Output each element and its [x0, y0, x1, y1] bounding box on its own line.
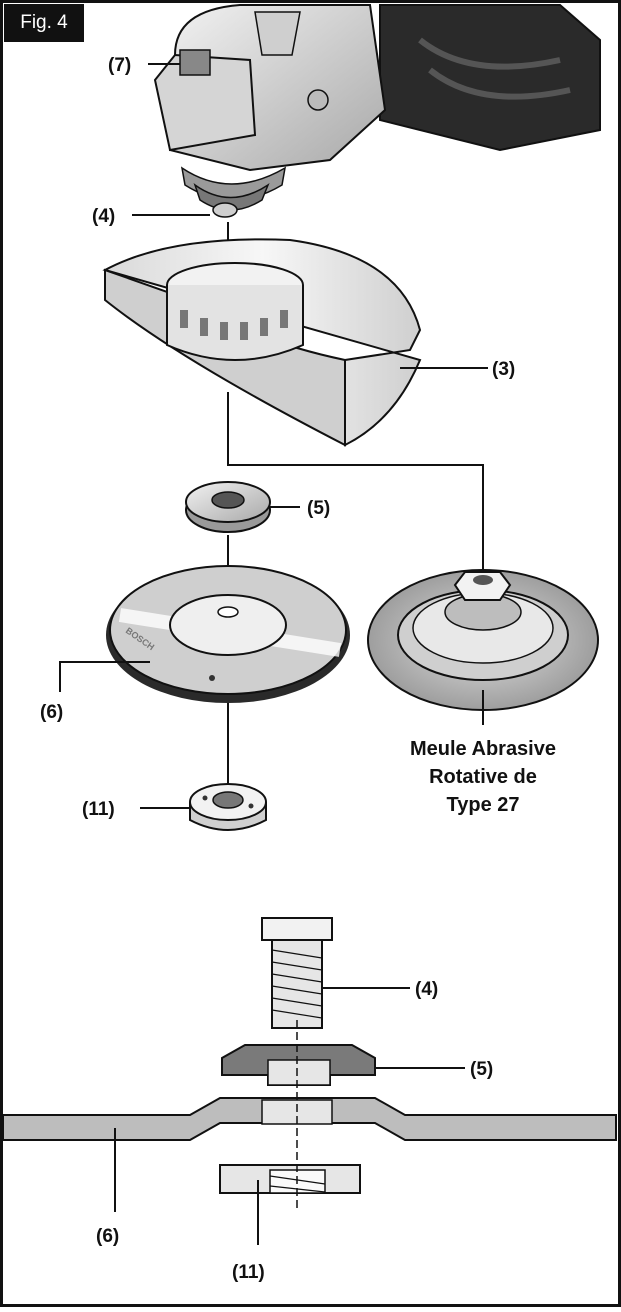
label-6-bottom: (6)	[96, 1226, 119, 1247]
spindle-tip	[212, 202, 238, 218]
leader-6-top	[59, 661, 150, 692]
label-5-top: (5)	[307, 498, 330, 519]
wheel-caption-line1: Meule Abrasive	[410, 738, 556, 760]
label-3: (3)	[492, 359, 515, 380]
wheel-guard	[102, 238, 422, 447]
cutting-disc: BOSCH	[106, 565, 350, 703]
label-6-top: (6)	[40, 702, 63, 723]
label-5-bottom: (5)	[470, 1059, 493, 1080]
hex-nut-icon	[453, 571, 512, 601]
type27-wheel	[367, 569, 599, 711]
label-11-top: (11)	[82, 799, 115, 820]
label-4-top: (4)	[92, 206, 115, 227]
grinder-body	[153, 4, 601, 218]
figure-tag: Fig. 4	[4, 4, 84, 42]
label-4-bottom: (4)	[415, 979, 438, 1000]
label-11-bottom: (11)	[232, 1262, 265, 1283]
lock-button-icon	[179, 49, 211, 76]
axis-line-2	[227, 392, 484, 582]
wheel-caption-line3: Type 27	[447, 794, 520, 816]
cross-section	[2, 917, 617, 1212]
clamping-nut	[189, 783, 267, 831]
wheel-caption-line2: Rotative de	[429, 766, 537, 788]
label-7: (7)	[108, 55, 131, 76]
flange-top	[185, 481, 271, 533]
